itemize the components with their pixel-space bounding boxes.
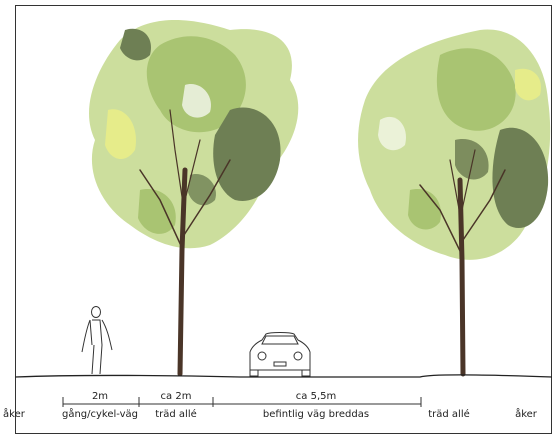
frame (15, 5, 552, 434)
dim-walk: 2m (91, 391, 109, 402)
zone-tree-right: träd allé (428, 409, 470, 420)
car-icon (249, 332, 311, 377)
ground-line (14, 374, 553, 378)
right-tree-trunk (419, 149, 506, 377)
zone-tree-left: träd allé (155, 409, 197, 420)
left-tree-canopy (89, 20, 299, 249)
left-tree-trunk (139, 109, 231, 377)
dim-tree: ca 2m (160, 391, 192, 402)
pedestrian-figure (81, 306, 113, 375)
dim-road: ca 5,5m (295, 391, 337, 402)
right-tree-canopy (358, 29, 551, 260)
zone-field-left: åker (3, 409, 25, 420)
zone-field-right: åker (515, 409, 537, 420)
zone-road: befintlig väg breddas (262, 409, 370, 420)
zone-walk: gång/cykel-väg (61, 409, 139, 420)
dimension-lines (62, 397, 422, 407)
